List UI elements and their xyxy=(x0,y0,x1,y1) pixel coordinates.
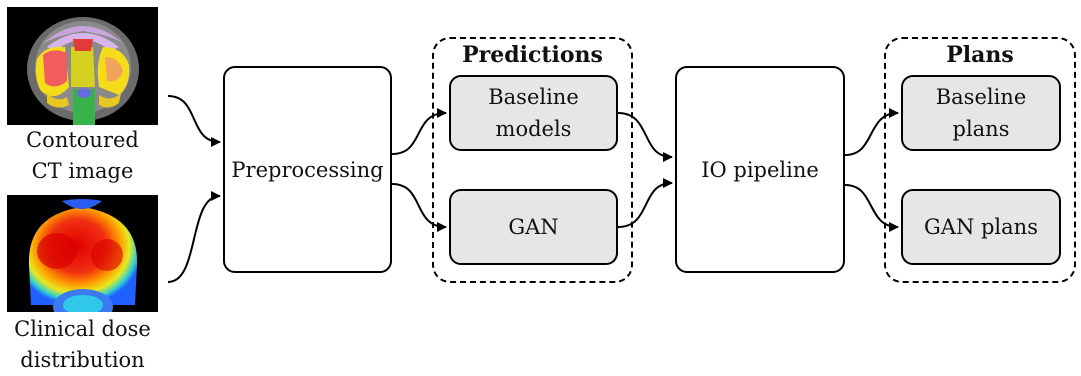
edge-ct-to-preprocessing xyxy=(167,95,221,147)
edge-io-to-baseline-plans xyxy=(844,108,899,156)
io-pipeline-node: IO pipeline xyxy=(675,66,845,273)
dose-image xyxy=(7,195,158,312)
ct-image-caption: Contoured CT image xyxy=(26,128,139,183)
io-pipeline-label: IO pipeline xyxy=(701,157,819,182)
ct-image xyxy=(7,7,158,125)
gan-plans-node: GAN plans xyxy=(901,189,1061,265)
edge-baseline-to-io xyxy=(617,112,673,162)
gan-node: GAN xyxy=(449,189,618,265)
gan-plans-label: GAN plans xyxy=(924,215,1038,239)
predictions-title: Predictions xyxy=(462,42,603,68)
preprocessing-label: Preprocessing xyxy=(231,157,384,182)
edge-io-to-gan-plans xyxy=(844,184,899,232)
edge-dose-to-preprocessing xyxy=(167,191,221,283)
plans-group xyxy=(884,37,1076,283)
baseline-models-label: Baseline models xyxy=(488,85,579,141)
gan-label: GAN xyxy=(508,215,559,239)
baseline-plans-node: Baseline plans xyxy=(901,75,1061,151)
preprocessing-node: Preprocessing xyxy=(223,66,392,273)
baseline-models-node: Baseline models xyxy=(449,75,618,151)
edge-gan-to-io xyxy=(617,178,673,228)
predictions-group xyxy=(432,37,633,283)
baseline-plans-label: Baseline plans xyxy=(935,85,1027,141)
plans-title: Plans xyxy=(946,42,1014,68)
dose-image-caption: Clinical dose distribution xyxy=(14,317,151,372)
edge-preprocessing-to-gan xyxy=(391,183,447,232)
edge-preprocessing-to-baseline xyxy=(391,108,447,155)
